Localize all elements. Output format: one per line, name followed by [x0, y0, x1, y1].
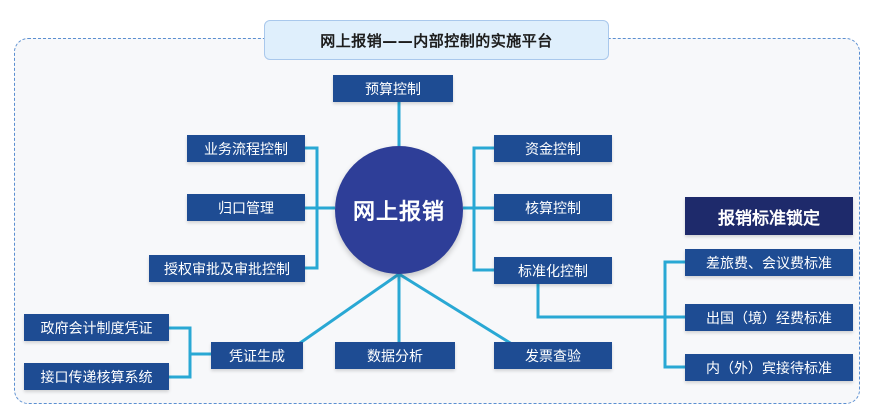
node-standardization: 标准化控制 [494, 257, 612, 284]
node-analysis: 数据分析 [335, 342, 455, 369]
standard-item-reception: 内（外）宾接待标准 [685, 354, 853, 381]
node-centralized: 归口管理 [187, 194, 305, 221]
node-accounting: 核算控制 [494, 194, 612, 221]
node-gov-voucher: 政府会计制度凭证 [24, 314, 169, 341]
node-invoice: 发票查验 [494, 342, 612, 369]
standard-item-travel: 差旅费、会议费标准 [685, 249, 853, 276]
diagram-title: 网上报销——内部控制的实施平台 [264, 20, 609, 60]
node-interface: 接口传递核算系统 [24, 363, 169, 390]
node-process: 业务流程控制 [187, 135, 305, 162]
standards-heading: 报销标准锁定 [685, 197, 853, 235]
node-voucher: 凭证生成 [211, 342, 303, 369]
node-funds: 资金控制 [494, 135, 612, 162]
node-budget: 预算控制 [333, 75, 453, 102]
center-node: 网上报销 [335, 146, 463, 274]
node-authorization: 授权审批及审批控制 [149, 255, 305, 282]
standard-item-abroad: 出国（境）经费标准 [685, 304, 853, 331]
